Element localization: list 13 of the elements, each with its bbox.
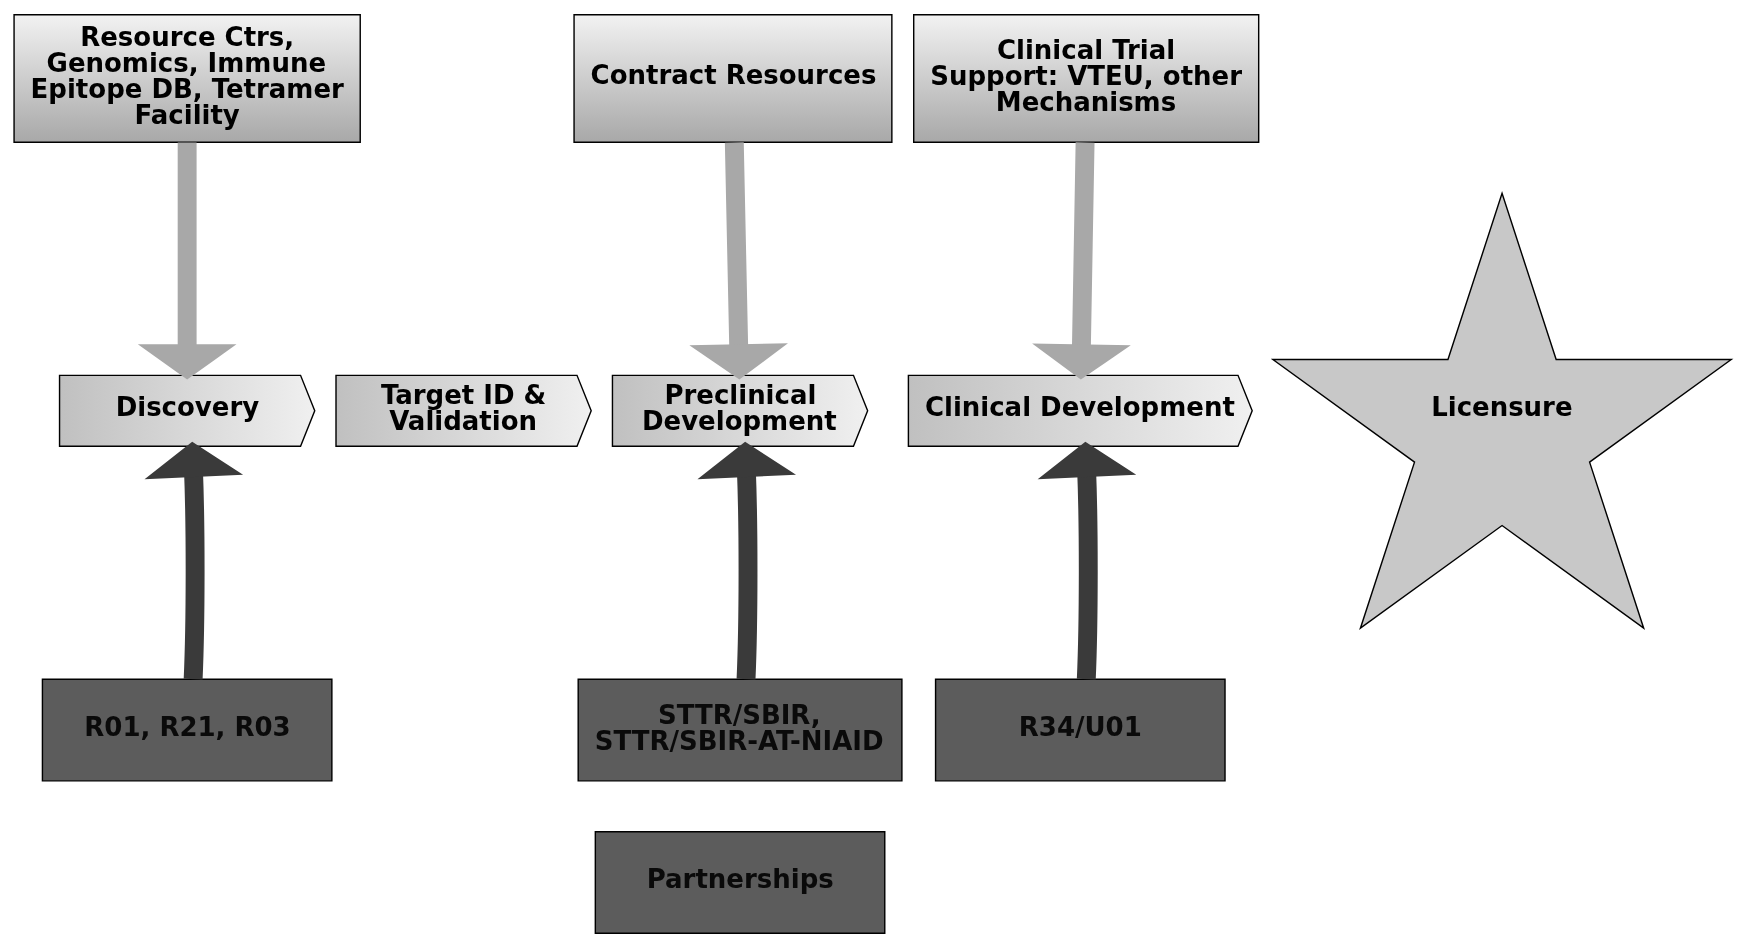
- node-box: R34/U01: [934, 678, 1226, 782]
- arrow: [137, 142, 236, 380]
- node-box: Clinical Trial Support: VTEU, other Mechanisms: [912, 14, 1259, 144]
- node-box: Contract Resources: [572, 14, 893, 144]
- arrow: [688, 142, 788, 380]
- node-box: STTR/SBIR, STTR/SBIR-AT-NIAID: [577, 678, 903, 782]
- arrow: [1031, 142, 1131, 380]
- arrow: [696, 441, 796, 680]
- arrow: [1037, 441, 1136, 680]
- arrow: [144, 441, 243, 680]
- node-box: Resource Ctrs, Genomics, Immune Epitope DB, Tetramer Facility: [12, 14, 361, 144]
- node-box: R01, R21, R03: [41, 678, 333, 782]
- node-box: Partnerships: [594, 830, 885, 934]
